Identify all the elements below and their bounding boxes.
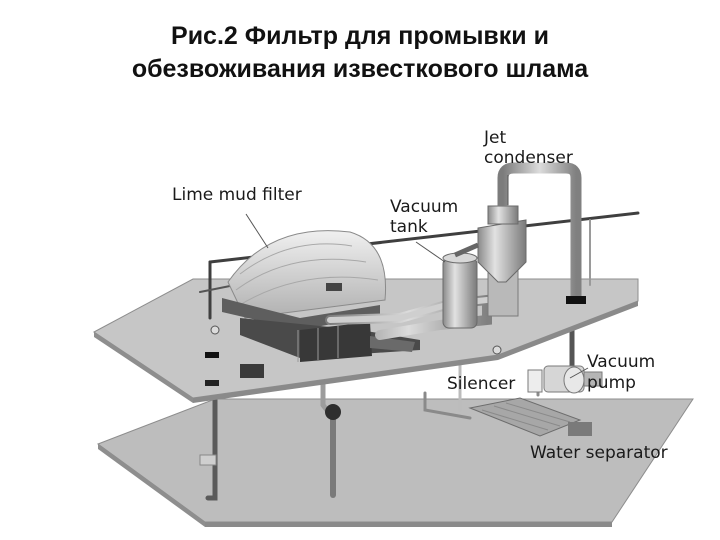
label-lime-mud-filter: Lime mud filter (172, 185, 302, 205)
label-water-separator: Water separator (530, 443, 668, 463)
label-jet-condenser-line-1: Jet (484, 128, 507, 148)
valves-and-fittings (199, 325, 502, 466)
leader-lines (245, 175, 589, 379)
label-silencer: Silencer (447, 374, 516, 394)
title-line-2: обезвоживания известкового шлама (131, 55, 589, 83)
label-vacuum-tank-line-2: tank (390, 217, 428, 237)
lime-mud-filter (222, 230, 420, 362)
slide-title: Рис.2 Фильтр для промывки и обезвоживани… (0, 20, 720, 86)
label-vacuum-pump-line-2: pump (587, 373, 636, 393)
title-line-1: Рис.2 Фильтр для промывки и (171, 22, 549, 50)
water-separator (468, 397, 592, 437)
vacuum-tank (442, 252, 519, 329)
label-jet-condenser-line-2: condenser (484, 148, 573, 168)
lower-floor-slab (96, 398, 694, 527)
label-vacuum-tank-line-1: Vacuum (390, 197, 459, 217)
silencer (527, 369, 543, 393)
jet-condenser (454, 162, 586, 304)
label-vacuum-pump-line-1: Vacuum (587, 352, 656, 372)
